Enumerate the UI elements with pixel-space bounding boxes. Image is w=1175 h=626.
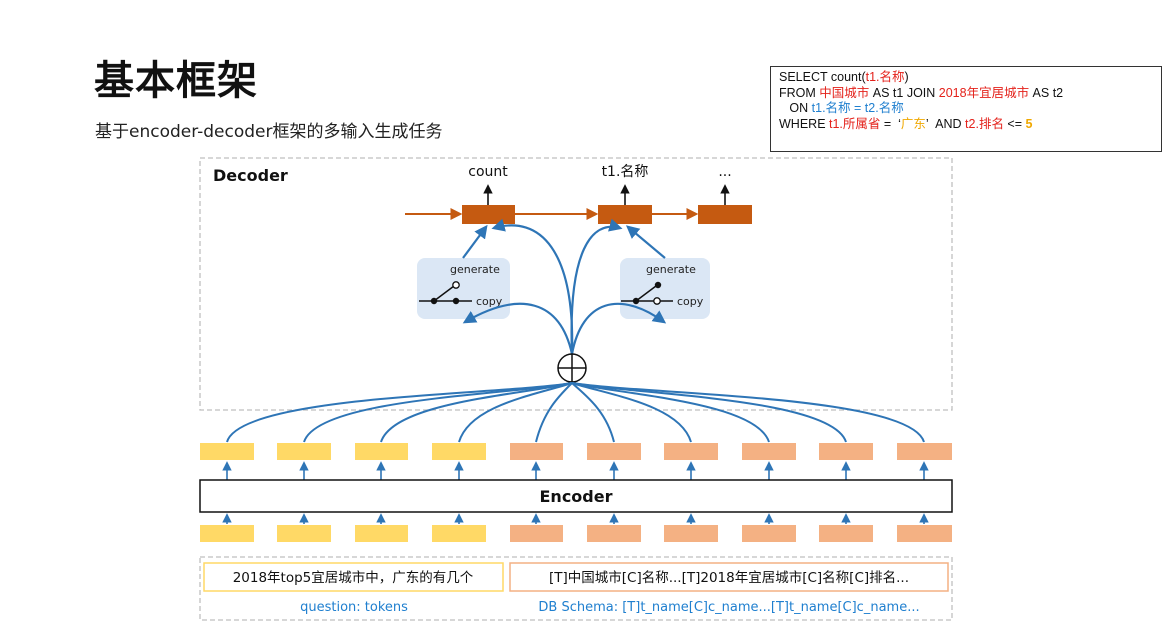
sql-query-box: SELECT count(t1.名称) FROM 中国城市 AS t1 JOIN… [770, 66, 1162, 152]
encoder-to-merge-curve [571, 382, 615, 443]
question-input-box [203, 562, 504, 592]
page-subtitle: 基于encoder-decoder框架的多输入生成任务 [95, 122, 443, 142]
switch-output-arrow [462, 224, 488, 259]
sql-text: AS t2 [1029, 85, 1064, 100]
sql-highlight: 中国城市 [819, 85, 870, 100]
sql-line-4: WHERE t1.所属省 = ‘广东’ AND t2.排名 <= 5 [779, 117, 1153, 133]
switch-copy-label: copy [677, 295, 704, 308]
encoder-to-merge-curve [571, 382, 925, 443]
schema-caption: DB Schema: [T]t_name[C]c_name...[T]t_nam… [538, 600, 919, 615]
input-frame [199, 556, 953, 621]
question-token [200, 525, 254, 542]
encoder-to-merge-curve [303, 382, 573, 443]
sql-text: FROM [779, 85, 820, 100]
schema-token [819, 443, 873, 460]
sql-text: WHERE [779, 116, 829, 131]
schema-input-box [509, 562, 949, 592]
decoder-cell [598, 205, 652, 224]
encoder-to-merge-curve [458, 382, 573, 443]
merge-node [557, 353, 587, 383]
schema-token [742, 525, 796, 542]
switch-generate-label: generate [450, 263, 500, 276]
switch-output-arrow [625, 225, 666, 259]
sql-text: <= [1003, 116, 1026, 131]
schema-token [742, 443, 796, 460]
encoder-output-tokens [200, 443, 952, 460]
sql-text: ) [904, 70, 909, 84]
sql-line-3: ON t1.名称 = t2.名称 [779, 101, 1153, 117]
decoder-frame [199, 157, 953, 411]
sql-highlight: t1.所属省 [829, 116, 881, 131]
question-token [432, 525, 486, 542]
attention-arrow [570, 302, 667, 355]
decoder-label: Decoder [213, 166, 288, 185]
sql-highlight: t2.排名 [965, 116, 1004, 131]
sql-highlight: 2018年宜居城市 [938, 85, 1030, 100]
sql-highlight: t1.名称 = t2.名称 [811, 101, 904, 115]
question-token [355, 525, 408, 542]
attention-arrow [570, 218, 623, 355]
schema-token [510, 443, 563, 460]
sql-line-2: FROM 中国城市 AS t1 JOIN 2018年宜居城市 AS t2 [779, 86, 1153, 102]
sql-text: AS t1 JOIN [869, 85, 939, 100]
sql-highlight: 5 [1025, 116, 1033, 131]
encoder-to-merge-curve [571, 382, 847, 443]
output-token: ... [718, 164, 731, 180]
sql-text: ’ AND [925, 116, 966, 131]
schema-token [587, 443, 641, 460]
question-token [200, 443, 254, 460]
schema-token [897, 443, 952, 460]
question-token [432, 443, 486, 460]
attention-arrow [462, 302, 574, 355]
switch-generate-label: generate [646, 263, 696, 276]
question-token [355, 443, 408, 460]
sql-line-1: SELECT count(t1.名称) [779, 70, 1153, 86]
sql-text: ON [779, 101, 812, 115]
encoder-to-merge-curve [535, 382, 573, 443]
decoder-cell [698, 205, 752, 224]
encoder-to-merge-curve [571, 382, 770, 443]
copy-generate-switch: generate copy [417, 258, 510, 319]
copy-generate-switch: generate copy [620, 258, 710, 319]
schema-token [897, 525, 952, 542]
sql-highlight: 广东 [900, 116, 926, 131]
page-title: 基本框架 [94, 58, 258, 104]
encoder-label: Encoder [540, 487, 613, 506]
schema-token [664, 443, 718, 460]
sql-highlight: t1.名称 [865, 70, 905, 84]
question-text: 2018年top5宜居城市中，广东的有几个 [233, 569, 474, 586]
schema-token [819, 525, 873, 542]
encoder-to-merge-curve [380, 382, 573, 443]
decoder-cell [462, 205, 515, 224]
schema-token [664, 525, 718, 542]
encoder-to-merge-curve [571, 382, 692, 443]
switch-copy-label: copy [476, 295, 503, 308]
output-token: count [468, 164, 508, 180]
question-token [277, 443, 331, 460]
encoder-input-tokens [200, 525, 952, 542]
output-token: t1.名称 [602, 164, 649, 180]
schema-text: [T]中国城市[C]名称...[T]2018年宜居城市[C]名称[C]排名... [549, 569, 909, 586]
question-caption: question: tokens [300, 600, 408, 615]
question-token [277, 525, 331, 542]
encoder-box [199, 479, 953, 513]
sql-text: = ‘ [880, 116, 901, 131]
sql-text: SELECT count( [779, 70, 866, 84]
schema-token [587, 525, 641, 542]
schema-token [510, 525, 563, 542]
